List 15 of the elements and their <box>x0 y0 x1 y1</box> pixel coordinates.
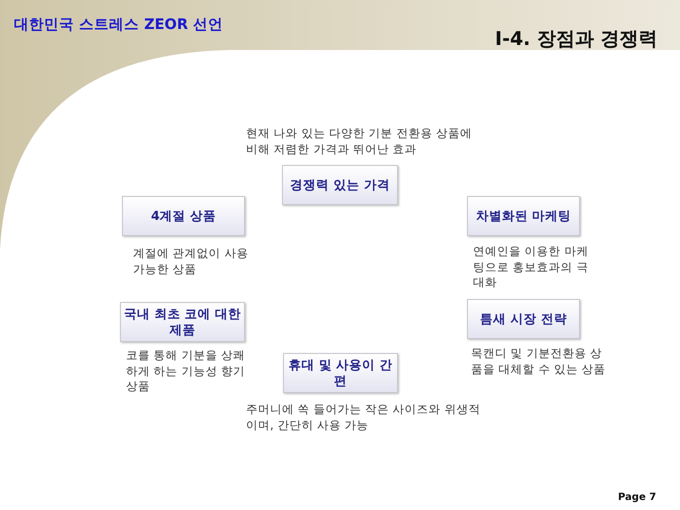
feature-box: 경쟁력 있는 가격 <box>282 165 398 205</box>
description-text: 코를 통해 기분을 상쾌하게 하는 기능성 향기상품 <box>126 348 246 395</box>
feature-box: 휴대 및 사용이 간편 <box>283 353 398 393</box>
description-text: 계절에 관계없이 사용 가능한 상품 <box>133 246 250 278</box>
page-title: I-4. 장점과 경쟁력 <box>495 27 658 52</box>
feature-box: 틈새 시장 전략 <box>467 299 580 339</box>
description-text: 현재 나와 있는 다양한 기분 전환용 상품에 비해 저렴한 가격과 뛰어난 효과 <box>246 126 473 158</box>
page-number: Page 7 <box>618 492 656 503</box>
feature-box: 국내 최초 코에 대한 제품 <box>120 302 245 342</box>
feature-box: 차별화된 마케팅 <box>467 196 580 236</box>
description-text: 목캔디 및 기분전환용 상품을 대체할 수 있는 상품 <box>471 346 606 378</box>
description-text: 주머니에 쏙 들어가는 작은 사이즈와 위생적이며, 간단히 사용 가능 <box>246 402 482 434</box>
description-text: 연예인을 이용한 마케팅으로 홍보효과의 극대화 <box>473 244 590 291</box>
feature-box: 4계절 상품 <box>122 196 245 236</box>
header-text: 대한민국 스트레스 ZEOR 선언 <box>14 16 224 34</box>
